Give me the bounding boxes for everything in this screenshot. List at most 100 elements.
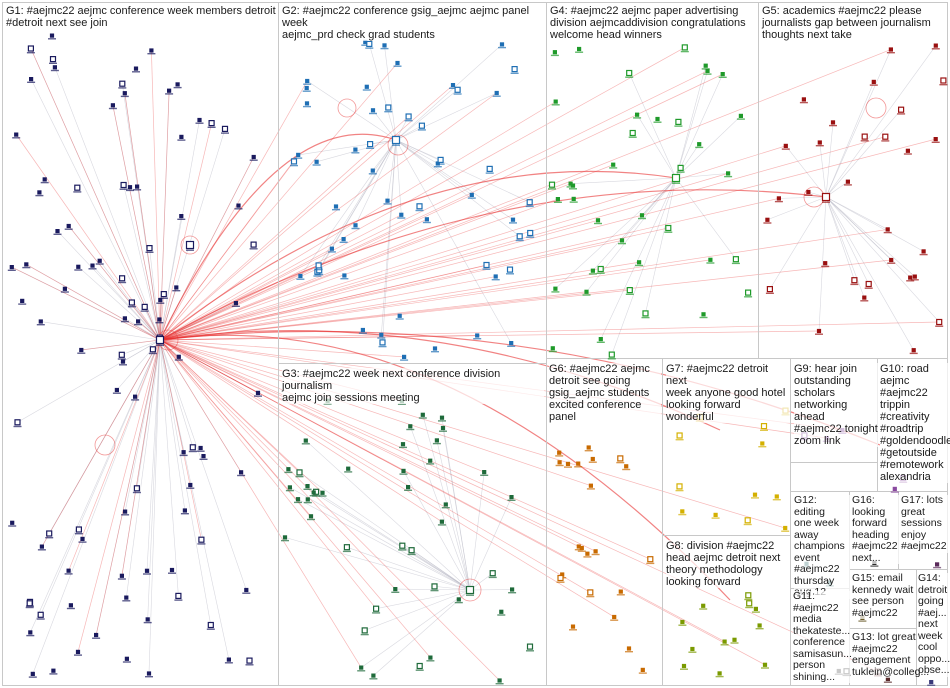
edge — [11, 266, 161, 341]
node-label-mark — [422, 221, 431, 224]
group-label-g5: G5: academics #aejmc22 please journalist… — [762, 5, 946, 41]
node — [584, 289, 589, 294]
edge — [68, 225, 161, 341]
edge — [159, 339, 186, 511]
edge-red — [159, 198, 780, 341]
group-label-g14: G14: detroit going #aej... next week coo… — [918, 572, 950, 677]
node — [122, 316, 128, 321]
edge-strong — [159, 189, 827, 341]
node-label-mark — [760, 429, 768, 431]
node — [52, 65, 58, 70]
node — [595, 218, 601, 223]
node — [24, 262, 29, 267]
node-label-mark — [133, 189, 142, 191]
node-label-mark — [27, 81, 36, 83]
node — [124, 595, 129, 600]
node — [38, 319, 43, 324]
node — [157, 317, 162, 322]
node-label-mark — [881, 140, 890, 142]
edge-red — [159, 138, 936, 341]
node-label-mark — [927, 684, 936, 686]
node-label-mark — [678, 513, 687, 516]
node-label-mark — [285, 489, 294, 492]
node-label-mark — [122, 600, 131, 602]
group-label-g1: G1: #aejmc22 aejmc conference week membe… — [6, 5, 276, 29]
node — [516, 233, 523, 240]
edge — [395, 139, 441, 161]
node — [385, 198, 390, 203]
node — [149, 48, 154, 53]
node — [239, 470, 244, 475]
group-label-g16: G16: looking forward heading #aejmc22 ne… — [852, 494, 899, 564]
node-label-mark — [25, 606, 34, 609]
edge — [395, 139, 520, 237]
group-label-g3: G3: #aejmc22 week next conference divisi… — [282, 368, 544, 404]
node-label-mark — [678, 624, 687, 626]
node-label-mark — [117, 358, 126, 360]
node-label-mark — [249, 248, 258, 250]
node-label-mark — [761, 667, 769, 669]
node-label-mark — [397, 217, 406, 219]
node — [51, 668, 56, 673]
node — [367, 141, 374, 148]
node — [175, 592, 182, 600]
node-label-mark — [384, 111, 393, 113]
node-label-mark — [340, 278, 349, 280]
node-label-mark — [28, 676, 37, 678]
node — [681, 663, 687, 669]
node-label-mark — [206, 628, 215, 630]
node — [701, 312, 706, 317]
node — [440, 425, 446, 431]
node — [921, 249, 926, 254]
edge-red — [159, 218, 428, 341]
node — [75, 526, 83, 533]
edge-red — [159, 330, 820, 341]
node-label-mark — [77, 352, 86, 354]
node — [675, 118, 682, 126]
node — [188, 482, 193, 488]
node — [776, 196, 782, 201]
node — [169, 567, 175, 573]
edge — [395, 139, 472, 196]
node — [929, 679, 934, 685]
node — [118, 351, 125, 358]
node-label-mark — [864, 287, 873, 289]
node — [550, 346, 555, 351]
node — [76, 264, 81, 269]
node — [135, 184, 140, 189]
node — [75, 649, 81, 655]
node-label-mark — [467, 197, 476, 199]
node-label-mark — [743, 523, 752, 526]
edge — [645, 177, 677, 314]
edge-red — [159, 49, 892, 341]
node-label-mark — [869, 84, 878, 86]
node — [353, 147, 358, 152]
node — [690, 646, 695, 652]
edge-red — [159, 276, 496, 341]
edge-red — [159, 339, 766, 666]
node-label-mark — [8, 525, 17, 527]
node-label-mark — [231, 305, 240, 307]
edge-red — [159, 339, 485, 473]
node-label-mark — [526, 650, 534, 652]
node-label-mark — [37, 549, 46, 551]
node-label-mark — [498, 46, 506, 49]
node-label-mark — [751, 497, 759, 499]
node — [720, 71, 725, 77]
group-label-g15: G15: email kennedy wait see person #aejm… — [852, 572, 916, 619]
node-label-mark — [177, 139, 186, 141]
node-label-mark — [551, 104, 560, 106]
node-label-mark — [332, 209, 340, 211]
node — [510, 587, 515, 592]
node — [30, 671, 35, 677]
edge — [570, 177, 677, 184]
node — [146, 671, 152, 676]
node — [90, 263, 95, 268]
node — [571, 196, 576, 201]
node — [565, 461, 571, 466]
node — [424, 217, 429, 222]
node-label-mark — [473, 338, 482, 340]
node-label-mark — [556, 581, 565, 583]
node — [861, 133, 868, 140]
node — [359, 665, 364, 670]
